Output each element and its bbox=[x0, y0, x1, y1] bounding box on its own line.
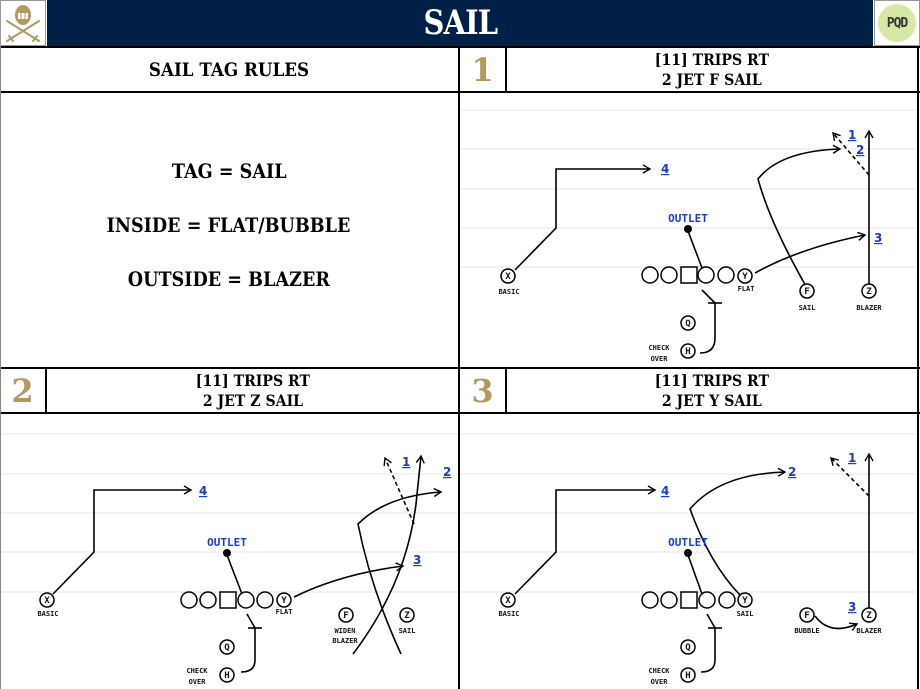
route-label: FLAT bbox=[738, 285, 755, 293]
play-title: [11] TRIPS RT 2 JET Z SAIL bbox=[47, 369, 458, 412]
player-z: Z bbox=[866, 287, 872, 297]
field-diagram: OUTLET X Y F Z Q H BASIC FLAT WIDEN BLAZ… bbox=[1, 433, 458, 686]
player-q: Q bbox=[685, 643, 691, 653]
player-h: H bbox=[224, 671, 229, 681]
svg-text:CHECK: CHECK bbox=[186, 667, 208, 675]
divider bbox=[0, 91, 920, 93]
route-label: SAIL bbox=[399, 627, 416, 635]
play-call: 2 JET Y SAIL bbox=[661, 390, 762, 410]
formation: [11] TRIPS RT bbox=[654, 370, 770, 390]
divider bbox=[505, 46, 507, 93]
divider bbox=[0, 46, 1, 689]
read-3[interactable]: 3 bbox=[848, 600, 856, 614]
read-1[interactable]: 1 bbox=[402, 455, 410, 469]
divider bbox=[458, 46, 460, 689]
divider bbox=[0, 412, 920, 414]
play-call: 2 JET F SAIL bbox=[662, 69, 762, 89]
player-x: X bbox=[505, 272, 511, 282]
route-label: SAIL bbox=[737, 610, 754, 618]
read-3[interactable]: 3 bbox=[413, 553, 421, 567]
read-1[interactable]: 1 bbox=[848, 451, 856, 465]
pqd-logo: PQD bbox=[874, 0, 920, 46]
route-label: SAIL bbox=[799, 304, 816, 312]
outlet-label: OUTLET bbox=[207, 536, 247, 549]
divider bbox=[45, 367, 47, 414]
player-y: Y bbox=[742, 596, 748, 606]
page-title: SAIL bbox=[423, 3, 498, 43]
play-call: 2 JET Z SAIL bbox=[202, 390, 303, 410]
read-4[interactable]: 4 bbox=[661, 484, 669, 498]
field-diagram: OUTLET X Y F Z Q H BASIC SAIL BUBBLE BLA… bbox=[460, 433, 917, 686]
read-2[interactable]: 2 bbox=[443, 465, 451, 479]
svg-text:BLAZER: BLAZER bbox=[332, 637, 358, 645]
play-title: [11] TRIPS RT 2 JET F SAIL bbox=[507, 48, 917, 91]
route-label: BLAZER bbox=[856, 304, 882, 312]
player-h: H bbox=[685, 671, 690, 681]
route-label: BUBBLE bbox=[794, 627, 819, 635]
player-z: Z bbox=[404, 611, 410, 621]
read-2[interactable]: 2 bbox=[788, 465, 796, 479]
play-number: 3 bbox=[471, 371, 494, 410]
player-q: Q bbox=[685, 319, 691, 329]
svg-text:OVER: OVER bbox=[651, 355, 669, 363]
header: SAIL PQD bbox=[0, 0, 920, 46]
play-number: 1 bbox=[471, 50, 494, 89]
read-4[interactable]: 4 bbox=[199, 484, 207, 498]
player-f: F bbox=[804, 611, 809, 621]
field-diagram: OUTLET X Y F Z Q H BASIC FLAT SAIL BLAZE… bbox=[460, 109, 917, 363]
route-label: BASIC bbox=[498, 610, 519, 618]
formation: [11] TRIPS RT bbox=[195, 370, 310, 390]
route-label: BASIC bbox=[37, 610, 58, 618]
player-y: Y bbox=[281, 596, 287, 606]
formation: [11] TRIPS RT bbox=[654, 49, 770, 69]
play-diagram-3: OUTLET X Y F Z Q H BASIC SAIL BUBBLE BLA… bbox=[460, 414, 917, 689]
divider bbox=[0, 46, 920, 48]
route-label: BLAZER bbox=[856, 627, 882, 635]
play-diagram-1: OUTLET X Y F Z Q H BASIC FLAT SAIL BLAZE… bbox=[460, 93, 917, 367]
svg-text:CHECK: CHECK bbox=[648, 667, 670, 675]
divider bbox=[917, 46, 919, 689]
play-number: 2 bbox=[11, 371, 34, 410]
player-z: Z bbox=[866, 611, 872, 621]
rules-list: TAG = SAIL INSIDE = FLAT/BUBBLE OUTSIDE … bbox=[0, 94, 458, 366]
read-2[interactable]: 2 bbox=[856, 143, 864, 157]
route-label: BASIC bbox=[498, 288, 519, 296]
play-title: [11] TRIPS RT 2 JET Y SAIL bbox=[507, 369, 917, 412]
route-label: FLAT bbox=[276, 608, 293, 616]
team-logo bbox=[0, 0, 46, 46]
play-diagram-2: OUTLET X Y F Z Q H BASIC FLAT WIDEN BLAZ… bbox=[1, 414, 458, 689]
player-x: X bbox=[44, 596, 50, 606]
svg-text:WIDEN: WIDEN bbox=[334, 627, 355, 635]
player-f: F bbox=[804, 287, 809, 297]
player-q: Q bbox=[224, 643, 230, 653]
divider bbox=[505, 367, 507, 414]
player-x: X bbox=[505, 596, 511, 606]
rules-heading: SAIL TAG RULES bbox=[148, 58, 310, 81]
crossed-swords-helmet-icon bbox=[6, 5, 40, 42]
read-3[interactable]: 3 bbox=[874, 231, 882, 245]
svg-text:CHECK: CHECK bbox=[648, 344, 670, 352]
player-f: F bbox=[343, 611, 348, 621]
rule-inside: INSIDE = FLAT/BUBBLE bbox=[107, 213, 351, 237]
rule-tag: TAG = SAIL bbox=[171, 159, 287, 183]
pqd-badge-icon: PQD bbox=[878, 4, 916, 42]
read-4[interactable]: 4 bbox=[661, 162, 669, 176]
outlet-label: OUTLET bbox=[668, 536, 708, 549]
svg-text:OVER: OVER bbox=[189, 678, 207, 686]
divider bbox=[0, 367, 920, 369]
rule-outside: OUTSIDE = BLAZER bbox=[127, 267, 331, 291]
svg-text:OVER: OVER bbox=[651, 678, 669, 686]
title-bar: SAIL bbox=[47, 0, 873, 46]
player-h: H bbox=[685, 347, 690, 357]
outlet-label: OUTLET bbox=[668, 212, 708, 225]
player-y: Y bbox=[742, 272, 748, 282]
read-1[interactable]: 1 bbox=[848, 128, 856, 142]
